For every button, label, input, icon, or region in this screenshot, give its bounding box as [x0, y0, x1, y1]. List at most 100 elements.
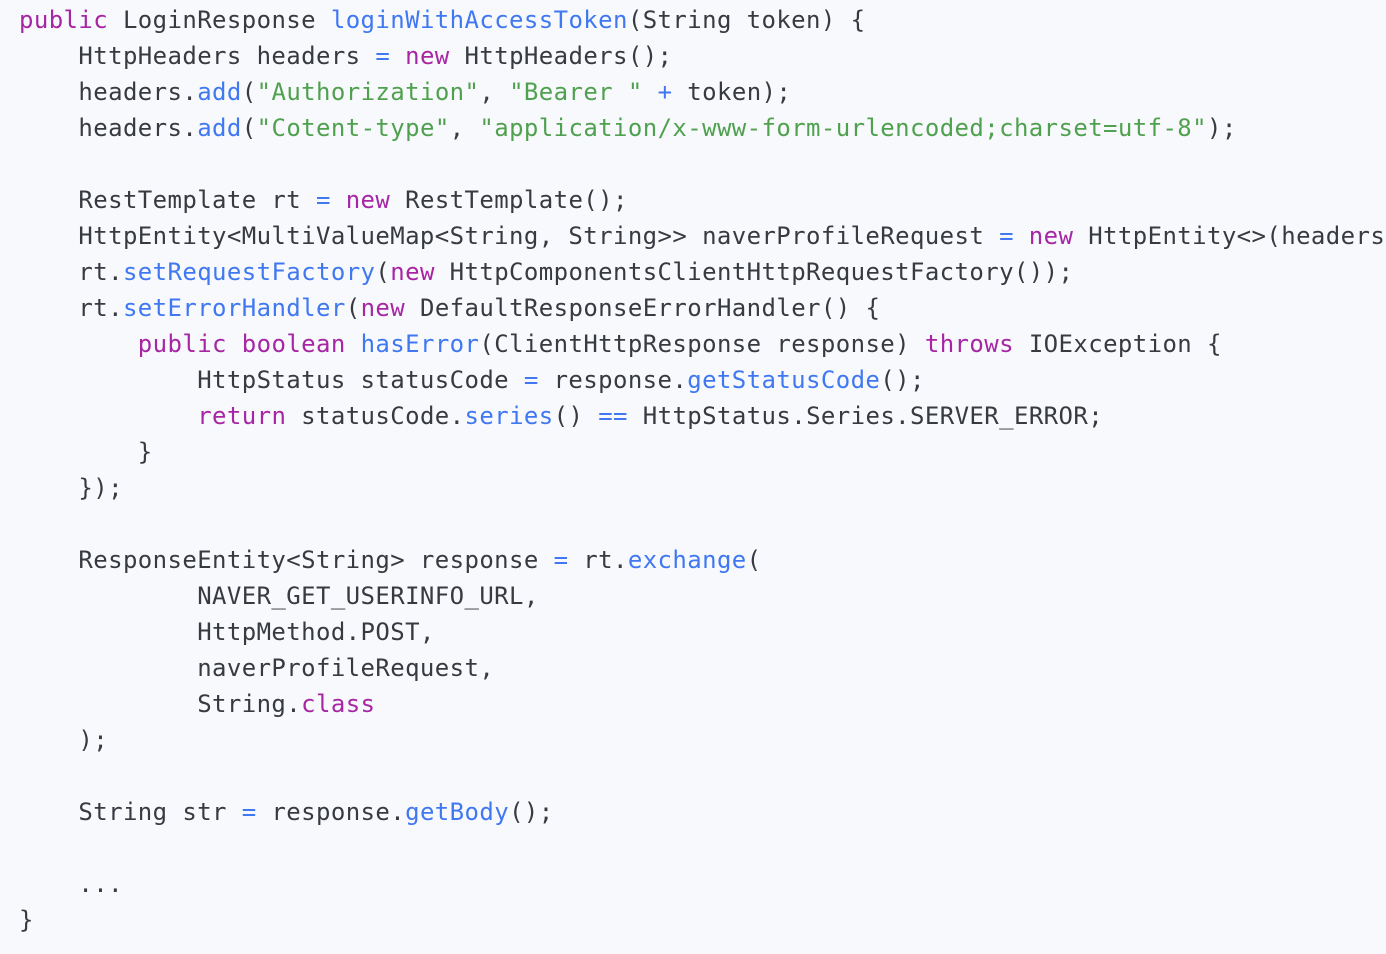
- code-token: headers.: [19, 114, 198, 142]
- code-token: new: [1028, 222, 1074, 250]
- code-token: RestTemplate();: [390, 186, 628, 214]
- code-token: );: [19, 726, 109, 754]
- code-token: (: [241, 114, 257, 142]
- code-line: }: [19, 434, 1386, 470]
- code-token: =: [315, 186, 331, 214]
- code-token: throws: [924, 330, 1014, 358]
- code-line: headers.add("Authorization", "Bearer " +…: [19, 74, 1386, 110]
- code-token: =: [999, 222, 1014, 250]
- code-line: public boolean hasError(ClientHttpRespon…: [19, 326, 1386, 362]
- code-line: headers.add("Cotent-type", "application/…: [19, 110, 1386, 146]
- code-token: NAVER_GET_USERINFO_URL,: [19, 582, 539, 610]
- code-token: ,: [479, 78, 510, 106]
- code-line: NAVER_GET_USERINFO_URL,: [19, 578, 1386, 614]
- code-line: rt.setRequestFactory(new HttpComponentsC…: [19, 254, 1386, 290]
- code-token: loginWithAccessToken: [330, 6, 628, 34]
- code-token: [227, 330, 242, 358]
- code-token: [1014, 222, 1029, 250]
- code-token: }: [19, 906, 34, 934]
- code-token: =: [553, 546, 569, 574]
- code-token: ();: [880, 366, 925, 394]
- code-token: HttpEntity<>(headers);: [1073, 222, 1386, 250]
- code-token: new: [405, 42, 450, 70]
- code-token: series: [464, 402, 554, 430]
- code-line: RestTemplate rt = new RestTemplate();: [19, 182, 1386, 218]
- code-token: add: [197, 114, 242, 142]
- code-token: new: [345, 186, 391, 214]
- code-token: new: [390, 258, 435, 286]
- code-token: "Bearer ": [509, 78, 643, 106]
- code-token: naverProfileRequest,: [19, 654, 495, 682]
- code-token: HttpComponentsClientHttpRequestFactory()…: [434, 258, 1074, 286]
- code-token: exchange: [627, 546, 747, 574]
- code-token: "Authorization": [256, 78, 480, 106]
- code-token: (: [241, 78, 257, 106]
- code-token: new: [360, 294, 406, 322]
- code-token: rt.: [19, 258, 123, 286]
- code-token: (String token) {: [627, 6, 866, 34]
- code-line: String str = response.getBody();: [19, 794, 1386, 830]
- code-token: RestTemplate rt: [19, 186, 316, 214]
- code-token: );: [1207, 114, 1237, 142]
- code-line: ​: [19, 830, 1386, 866]
- code-token: rt.: [19, 294, 123, 322]
- code-lines: public LoginResponse loginWithAccessToke…: [19, 2, 1386, 938]
- code-token: getStatusCode: [687, 366, 881, 394]
- code-line: });: [19, 470, 1386, 506]
- code-token: =: [523, 366, 539, 394]
- code-token: }: [19, 438, 153, 466]
- code-token: boolean: [241, 330, 346, 358]
- code-line: );: [19, 722, 1386, 758]
- code-line: ResponseEntity<String> response = rt.exc…: [19, 542, 1386, 578]
- code-token: token);: [672, 78, 792, 106]
- code-line: HttpHeaders headers = new HttpHeaders();: [19, 38, 1386, 74]
- code-token: HttpStatus.Series.SERVER_ERROR;: [627, 402, 1104, 430]
- code-token: HttpStatus statusCode: [19, 366, 524, 394]
- code-token: [19, 402, 197, 430]
- code-token: HttpEntity<MultiValueMap<String, String>…: [19, 222, 1000, 250]
- code-token: =: [241, 798, 257, 826]
- code-line: public LoginResponse loginWithAccessToke…: [19, 2, 1386, 38]
- code-token: [19, 330, 138, 358]
- code-token: ==: [598, 402, 628, 430]
- code-token: [643, 78, 658, 106]
- code-token: HttpHeaders headers: [19, 42, 376, 70]
- code-token: (: [746, 546, 762, 574]
- code-token: =: [375, 42, 391, 70]
- code-line: HttpEntity<MultiValueMap<String, String>…: [19, 218, 1386, 254]
- code-token: HttpMethod.POST,: [19, 618, 435, 646]
- code-token: DefaultResponseErrorHandler() {: [405, 294, 881, 322]
- code-token: response.: [538, 366, 688, 394]
- code-token: statusCode.: [286, 402, 465, 430]
- code-line: return statusCode.series() == HttpStatus…: [19, 398, 1386, 434]
- code-token: "application/x-www-form-urlencoded;chars…: [479, 114, 1207, 142]
- code-token: add: [197, 78, 242, 106]
- code-line: naverProfileRequest,: [19, 650, 1386, 686]
- code-token: rt.: [568, 546, 628, 574]
- code-token: HttpHeaders();: [449, 42, 673, 70]
- code-token: class: [301, 690, 376, 718]
- code-line: HttpMethod.POST,: [19, 614, 1386, 650]
- code-line: ...: [19, 866, 1386, 902]
- code-token: IOException {: [1013, 330, 1222, 358]
- code-token: (): [553, 402, 599, 430]
- code-token: +: [657, 78, 673, 106]
- code-token: setRequestFactory: [122, 258, 376, 286]
- code-token: ,: [449, 114, 480, 142]
- code-line: ​: [19, 506, 1386, 542]
- code-token: String str: [19, 798, 242, 826]
- code-token: response.: [256, 798, 406, 826]
- code-line: ​: [19, 758, 1386, 794]
- code-token: [390, 42, 405, 70]
- code-token: LoginResponse: [108, 6, 331, 34]
- code-token: (ClientHttpResponse response): [479, 330, 925, 358]
- code-line: }: [19, 902, 1386, 938]
- code-token: ...: [19, 870, 123, 898]
- code-token: setErrorHandler: [122, 294, 346, 322]
- code-token: [346, 330, 361, 358]
- code-token: [331, 186, 346, 214]
- code-line: String.class: [19, 686, 1386, 722]
- code-line: ​: [19, 146, 1386, 182]
- code-token: (: [375, 258, 391, 286]
- code-token: public: [137, 330, 227, 358]
